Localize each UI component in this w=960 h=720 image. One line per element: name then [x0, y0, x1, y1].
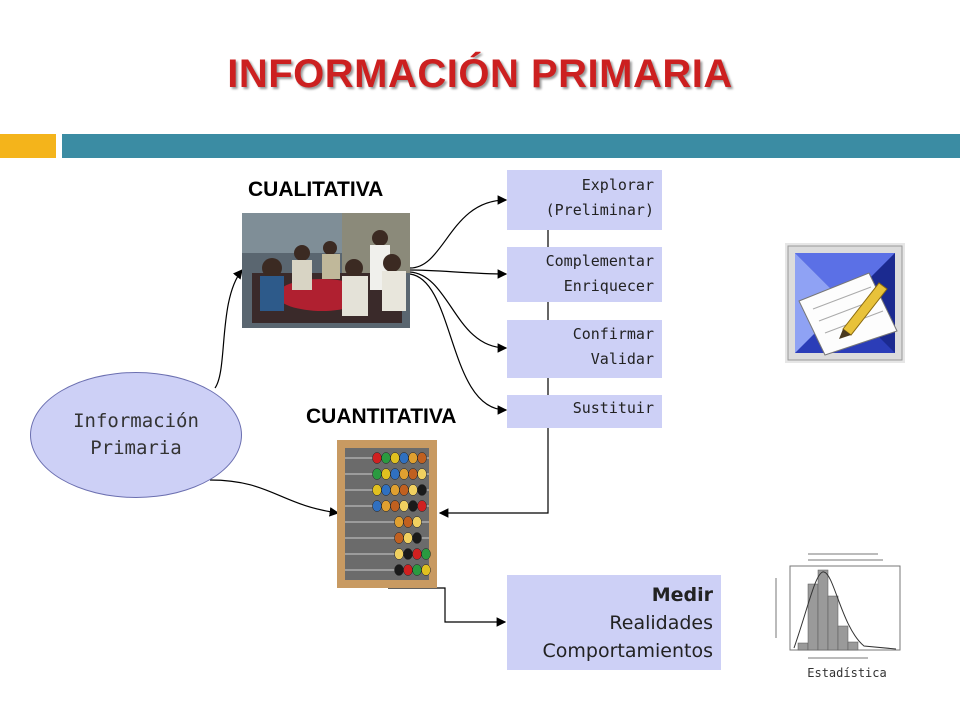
arrow-feedback [438, 200, 549, 518]
box-medir-line2: Realidades [609, 612, 713, 634]
arrow-to-complementar [409, 269, 508, 279]
page-title: INFORMACIÓN PRIMARIA [227, 52, 733, 96]
document-pencil-icon [785, 243, 905, 363]
box-confirmar: Confirmar Validar [507, 320, 662, 378]
heading-quantitative: CUANTITATIVA [306, 405, 457, 428]
box-complementar-line2: Enriquecer [563, 277, 654, 295]
arrow-to-explorar [409, 195, 508, 269]
group-meeting-photo [242, 213, 410, 328]
accent-bar-orange [0, 134, 56, 158]
box-explorar-line1: Explorar [581, 176, 654, 194]
box-confirmar-line2: Validar [590, 350, 654, 368]
arrow-to-quantitative [209, 479, 340, 517]
source-node-line1: Información [73, 410, 199, 432]
arrow-to-confirmar [409, 271, 508, 353]
box-medir-line3: Comportamientos [542, 640, 713, 662]
accent-bar-teal [62, 134, 960, 158]
box-explorar-line2: (Preliminar) [545, 201, 654, 219]
box-complementar-line1: Complementar [545, 252, 654, 270]
source-node-informacion-primaria: Información Primaria [30, 372, 242, 498]
arrow-to-qualitative [214, 269, 243, 389]
source-node-line2: Primaria [90, 437, 182, 459]
box-explorar: Explorar (Preliminar) [507, 170, 662, 230]
stats-caption: Estadística [807, 666, 887, 680]
box-sustituir-line1: Sustituir [572, 399, 654, 417]
heading-qualitative: CUALITATIVA [248, 178, 384, 201]
histogram-thumbnail [768, 548, 906, 663]
box-complementar: Complementar Enriquecer [507, 247, 662, 302]
box-medir: Medir Realidades Comportamientos [507, 575, 721, 670]
box-confirmar-line1: Confirmar [572, 325, 654, 343]
box-sustituir: Sustituir [507, 395, 662, 428]
arrow-to-medir [388, 587, 507, 627]
arrow-to-sustituir [409, 273, 508, 415]
box-medir-line1: Medir [651, 584, 713, 606]
abacus-image [337, 440, 437, 588]
